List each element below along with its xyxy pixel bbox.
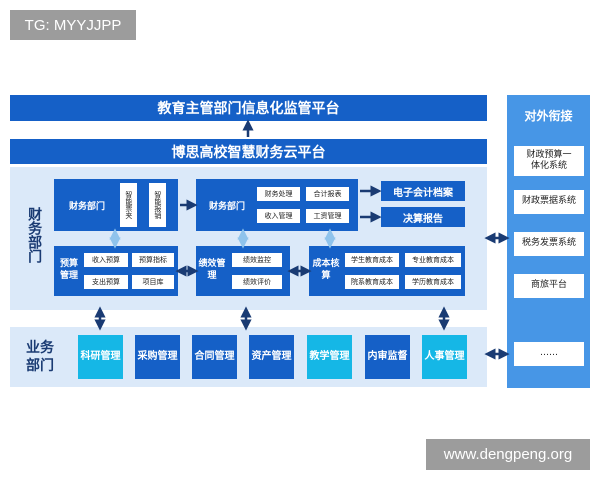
finance-dept-label: 财务部门 <box>26 207 43 263</box>
performance-management-box: 绩效管理 绩效监控 绩效评价 <box>196 246 290 296</box>
external-fiscal-budget: 财政预算一体化系统 <box>514 146 584 176</box>
cloud-platform-bar: 博思高校智慧财务云平台 <box>10 139 487 164</box>
cost-accounting-box: 成本核算 学生教育成本 专业教育成本 院系教育成本 学历教育成本 <box>309 246 465 296</box>
biz-contract-management: 合同管理 <box>192 335 237 379</box>
item-expense-budget: 支出预算 <box>84 275 128 289</box>
biz-teaching-management: 教学管理 <box>307 335 352 379</box>
item-total-report: 合计报表 <box>306 187 349 201</box>
finance-group-reimburse-title: 财务部门 <box>68 201 105 212</box>
item-smart-ticket: 智能票夹 <box>120 183 137 227</box>
item-student-cost: 学生教育成本 <box>345 253 399 267</box>
item-income-budget: 收入预算 <box>84 253 128 267</box>
item-college-cost: 院系教育成本 <box>345 275 399 289</box>
item-project-library: 项目库 <box>132 275 174 289</box>
finance-group-reimburse: 财务部门 智能票夹 智能报销 <box>54 179 178 231</box>
budget-title: 预算管理 <box>59 259 78 281</box>
biz-hr-management: 人事管理 <box>422 335 467 379</box>
item-major-cost: 专业教育成本 <box>405 253 461 267</box>
biz-research-management: 科研管理 <box>78 335 123 379</box>
item-performance-evaluation: 绩效评价 <box>232 275 282 289</box>
external-title: 对外衔接 <box>524 108 573 123</box>
watermark-top-left: TG: MYYJJPP <box>10 10 136 40</box>
biz-procurement-management: 采购管理 <box>135 335 180 379</box>
item-income-management: 收入管理 <box>257 209 300 223</box>
item-performance-monitor: 绩效监控 <box>232 253 282 267</box>
biz-asset-management: 资产管理 <box>249 335 294 379</box>
external-fiscal-bill: 财政票据系统 <box>514 190 584 214</box>
budget-management-box: 预算管理 收入预算 预算指标 支出预算 项目库 <box>54 246 178 296</box>
item-budget-indicator: 预算指标 <box>132 253 174 267</box>
external-tax-invoice: 税务发票系统 <box>514 232 584 256</box>
performance-title: 绩效管理 <box>198 259 226 281</box>
finance-group-accounting-title: 财务部门 <box>208 201 245 212</box>
external-more: …… <box>514 342 584 366</box>
item-degree-cost: 学历教育成本 <box>405 275 461 289</box>
external-fiscal-budget-label: 财政预算一体化系统 <box>526 149 572 171</box>
biz-internal-audit: 内审监督 <box>365 335 410 379</box>
watermark-bottom-right: www.dengpeng.org <box>426 439 590 470</box>
external-travel-platform: 商旅平台 <box>514 274 584 298</box>
archive-box: 电子会计档案 <box>381 181 465 201</box>
business-dept-label: 业务部门 <box>26 339 54 374</box>
top-platform-bar: 教育主管部门信息化监管平台 <box>10 95 487 121</box>
item-finance-processing: 财务处理 <box>257 187 300 201</box>
item-smart-reimburse: 智能报销 <box>149 183 166 227</box>
item-salary-management: 工资管理 <box>306 209 349 223</box>
report-box: 决算报告 <box>381 207 465 227</box>
cost-title: 成本核算 <box>312 259 340 281</box>
finance-group-accounting: 财务部门 财务处理 合计报表 收入管理 工资管理 <box>196 179 358 231</box>
